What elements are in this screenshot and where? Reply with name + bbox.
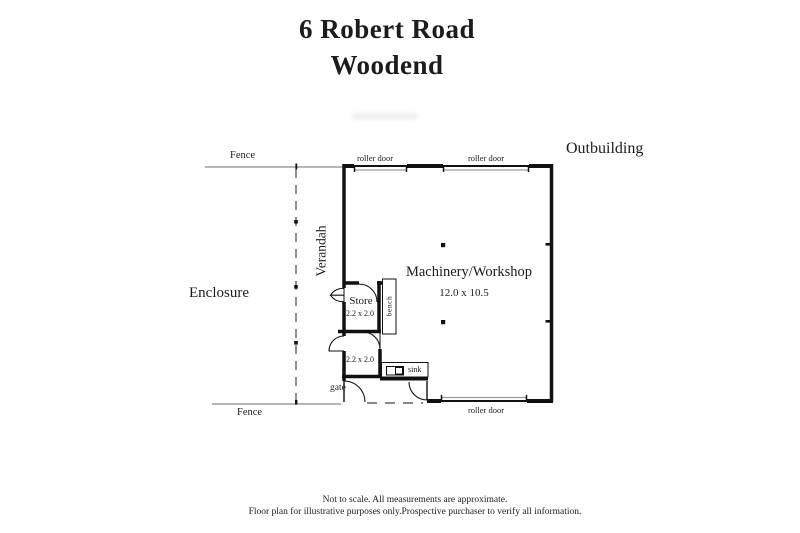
fence-post-ticks	[295, 163, 298, 405]
east-wall-post-ticks	[545, 243, 551, 323]
bottom-wall	[427, 395, 553, 403]
page-title-line1: 6 Robert Road	[299, 14, 475, 44]
page-title-line2: Woodend	[330, 50, 444, 80]
utility-room-walls	[342, 349, 382, 379]
top-wall	[343, 164, 553, 172]
store-dimensions-label: 2.2 x 2.0	[346, 309, 374, 318]
gate-label: gate	[330, 383, 346, 393]
workshop-name-label: Machinery/Workshop	[405, 264, 533, 280]
outbuilding-label: Outbuilding	[566, 140, 644, 157]
workshop-dimensions-label: 12.0 x 10.5	[439, 287, 489, 299]
roller-door-top-left-label: roller door	[356, 153, 394, 163]
sink-counter	[381, 362, 429, 378]
fence-top-label: Fence	[230, 150, 256, 161]
fence-lines	[205, 166, 343, 405]
utility-room-door	[362, 331, 381, 350]
scan-artifact	[352, 113, 418, 120]
store-name-label: Store	[349, 295, 373, 307]
verandah-door	[328, 335, 345, 352]
bench-label: bench	[384, 295, 394, 317]
roller-door-top-right-label: roller door	[467, 153, 505, 163]
store-walls	[338, 281, 385, 334]
enclosure-label: Enclosure	[189, 285, 249, 301]
structural-posts	[441, 243, 446, 325]
disclaimer-line1: Not to scale. All measurements are appro…	[322, 495, 508, 505]
sink-bowl	[395, 367, 403, 375]
disclaimer-line2: Floor plan for illustrative purposes onl…	[248, 507, 582, 517]
gate-door	[343, 380, 366, 403]
enclosure-post-markers	[294, 220, 298, 345]
fence-bottom-label: Fence	[237, 407, 263, 418]
utility-room-dimensions-label: 2.2 x 2.0	[346, 355, 374, 364]
sink-label: sink	[408, 365, 422, 374]
verandah-label: Verandah	[313, 225, 329, 277]
bench-outline	[382, 278, 397, 335]
workshop-entry-door	[408, 381, 428, 401]
roller-door-bottom-label: roller door	[467, 405, 505, 415]
store-bifold-door	[329, 287, 345, 303]
store-door-arc	[358, 283, 378, 303]
